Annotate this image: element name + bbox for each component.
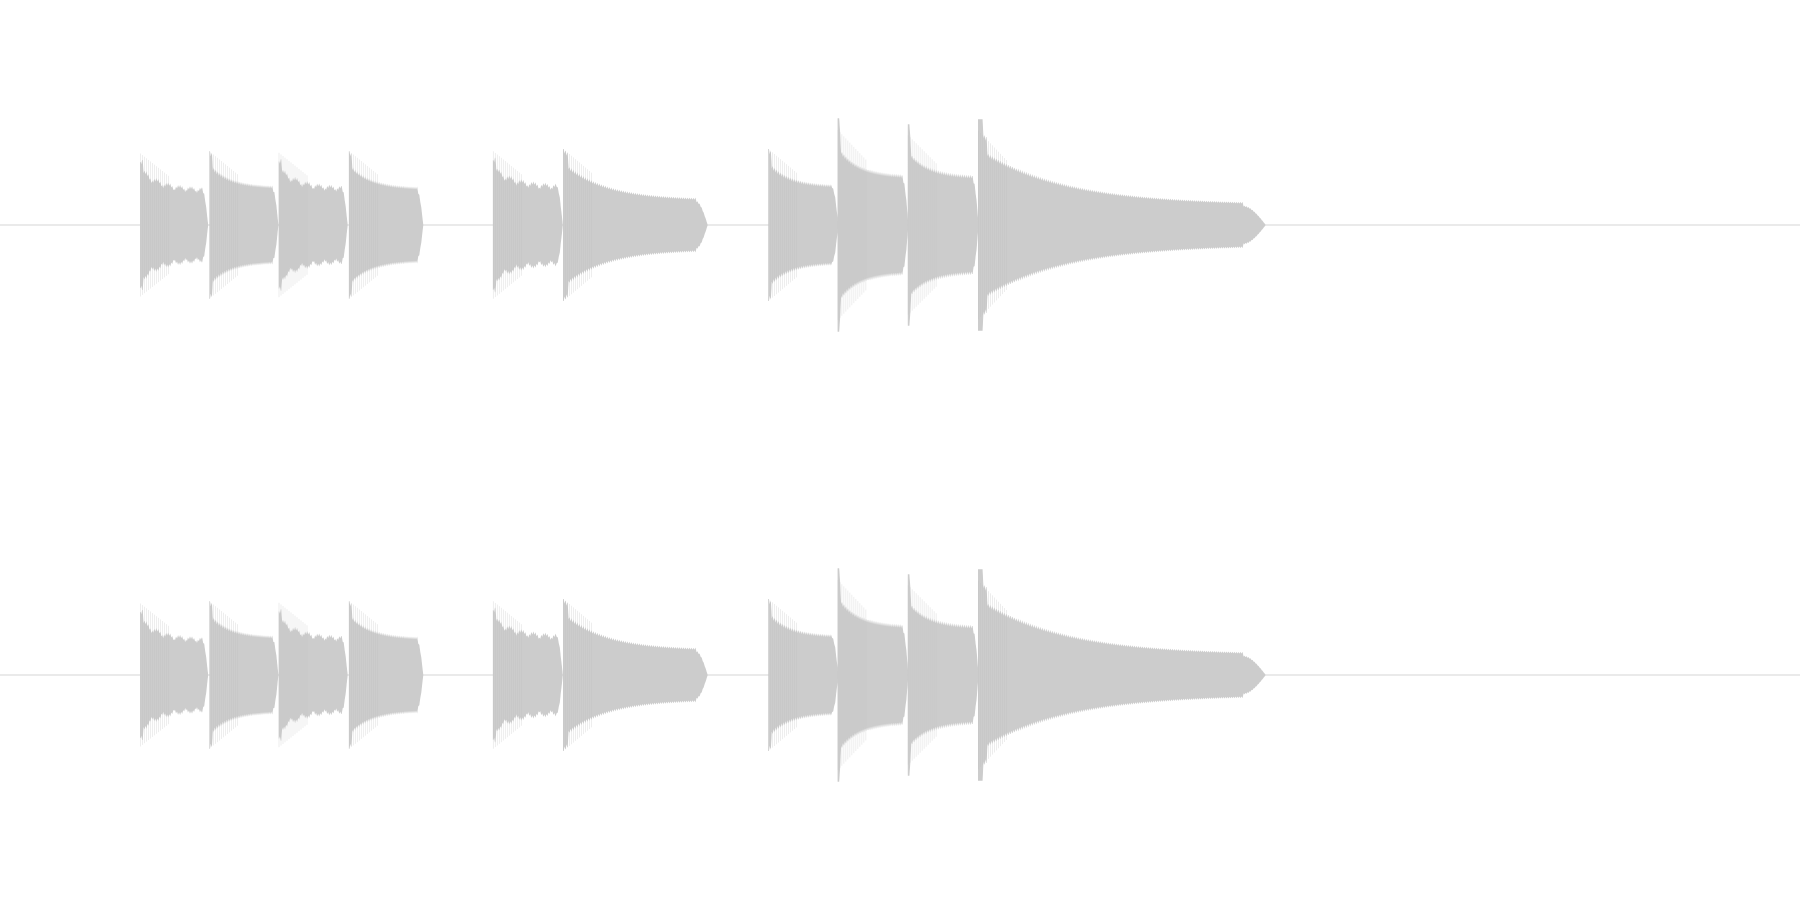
waveform-note-6: [563, 148, 708, 302]
waveform-note-7: [768, 598, 839, 752]
waveform-note-1: [140, 160, 209, 290]
waveform-note-texture-8: [837, 130, 867, 320]
waveform-note-texture-10: [978, 130, 1007, 320]
waveform-note-texture-7: [768, 149, 797, 301]
waveform-note-texture-3: [278, 152, 308, 298]
waveform-note-2: [209, 601, 279, 749]
waveform-channel-1-graph: [0, 118, 1800, 332]
waveform-note-8: [837, 118, 909, 332]
waveform-note-3: [278, 609, 348, 741]
waveform-note-texture-2: [209, 151, 238, 299]
waveform-note-2: [209, 151, 279, 299]
waveform-note-9: [907, 124, 979, 326]
waveform-channel-2[interactable]: [0, 450, 1800, 900]
waveform-note-10: [978, 119, 1266, 331]
waveform-note-3: [278, 159, 348, 291]
waveform-note-texture-1: [140, 153, 169, 297]
waveform-note-7: [768, 148, 839, 302]
waveform-note-10: [978, 569, 1266, 781]
waveform-note-texture-1: [140, 603, 169, 747]
waveform-note-texture-2: [209, 601, 238, 749]
waveform-note-texture-3: [278, 602, 308, 748]
waveform-note-4: [348, 151, 424, 299]
waveform-note-texture-4: [348, 601, 378, 749]
waveform-note-1: [140, 610, 209, 740]
waveform-note-texture-7: [768, 599, 797, 751]
waveform-channel-2-graph: [0, 568, 1800, 782]
waveform-note-texture-9: [907, 135, 937, 315]
waveform-note-5: [492, 607, 563, 743]
waveform-note-texture-5: [492, 601, 522, 749]
waveform-note-texture-9: [907, 585, 937, 765]
waveform-note-texture-4: [348, 151, 378, 299]
waveform-note-9: [907, 574, 979, 776]
waveform-note-texture-8: [837, 580, 867, 770]
waveform-note-4: [348, 601, 424, 749]
waveform-note-texture-10: [978, 580, 1007, 770]
waveform-note-texture-6: [563, 599, 592, 751]
waveform-note-texture-5: [492, 151, 522, 299]
waveform-note-8: [837, 568, 909, 782]
waveform-note-6: [563, 598, 708, 752]
waveform-note-texture-6: [563, 149, 592, 301]
waveform-note-5: [492, 157, 563, 293]
waveform-channel-1[interactable]: [0, 0, 1800, 450]
